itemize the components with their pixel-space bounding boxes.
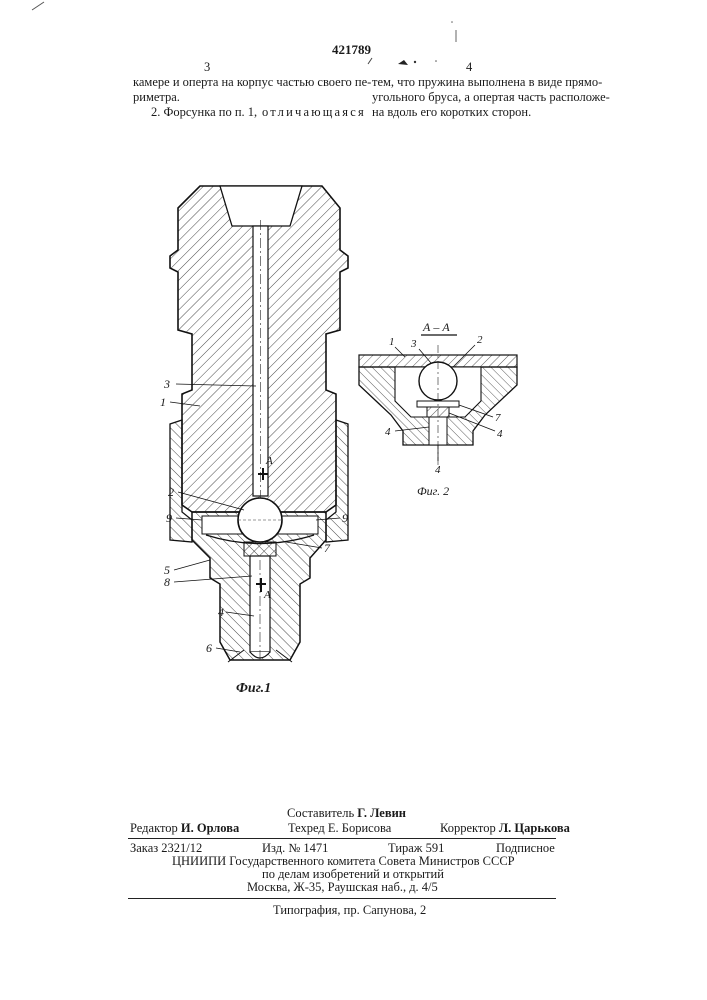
- fig1-label-4: 4: [218, 605, 224, 619]
- claims-left-line-1: камере и оперта на корпус частью своего …: [133, 75, 371, 90]
- compiler-label: Составитель: [287, 806, 354, 820]
- fig2-label-1: 1: [389, 336, 395, 348]
- fig1-label-9-left: 9: [166, 511, 172, 525]
- techred-name: Е. Борисова: [328, 821, 391, 835]
- compiler-name: Г. Левин: [357, 806, 406, 820]
- corrector-label: Корректор: [440, 821, 496, 835]
- fig1-label-1: 1: [160, 395, 166, 409]
- fig1-label-7: 7: [324, 541, 331, 555]
- printing-house: Типография, пр. Сапунова, 2: [273, 903, 426, 918]
- fig1-label-3: 3: [163, 377, 170, 391]
- claims-right-line-2: угольного бруса, а опертая часть располо…: [372, 90, 610, 105]
- techred-label: Техред: [288, 821, 325, 835]
- footer-rule-top: [128, 838, 556, 839]
- fig2-label-4-bottom: 4: [435, 464, 441, 476]
- fig1-label-6: 6: [206, 641, 212, 655]
- fig1-label-a-top: A: [265, 455, 273, 467]
- editor-label: Редактор: [130, 821, 178, 835]
- fig1-label-a-bottom: A: [263, 589, 271, 601]
- compiler-line: Составитель Г. Левин: [287, 806, 406, 821]
- figure-1-caption: Фиг.1: [236, 681, 271, 696]
- fig1-label-2: 2: [168, 485, 174, 499]
- fig1-label-8: 8: [164, 575, 170, 589]
- fig2-section-title: А – А: [422, 320, 450, 334]
- claims-left-line-2: риметра.: [133, 90, 180, 105]
- claims-right-line-1: тем, что пружина выполнена в виде прямо-: [372, 75, 602, 90]
- corrector-name: Л. Царькова: [499, 821, 570, 835]
- corrector-line: Корректор Л. Царькова: [440, 821, 570, 836]
- org-line-3: Москва, Ж-35, Раушская наб., д. 4/5: [247, 880, 438, 895]
- fig2-label-7: 7: [495, 412, 501, 424]
- figure-1-drawing: 3 1 2 9 9 7 5 8 4 6 A A Фиг.1: [140, 180, 380, 710]
- fig2-label-2: 2: [477, 334, 483, 346]
- editor-line: Редактор И. Орлова: [130, 821, 239, 836]
- fig1-label-9-right: 9: [342, 511, 348, 525]
- claims-left-line-3b: отличающаяся: [262, 105, 366, 120]
- fig2-label-4-left: 4: [385, 426, 391, 438]
- footer-rule-bottom: [128, 898, 556, 899]
- claims-left-line-3a: 2. Форсунка по п. 1,: [151, 105, 257, 120]
- figure-2-drawing: А – А 1 3 2 7 4 4 4 Фиг. 2: [345, 315, 530, 500]
- claims-right-line-3: на вдоль его коротких сторон.: [372, 105, 531, 120]
- editor-name: И. Орлова: [181, 821, 239, 835]
- fig2-label-3: 3: [410, 338, 417, 350]
- figure-2-caption: Фиг. 2: [417, 484, 449, 498]
- techred-line: Техред Е. Борисова: [288, 821, 391, 836]
- fig2-label-4-right: 4: [497, 428, 503, 440]
